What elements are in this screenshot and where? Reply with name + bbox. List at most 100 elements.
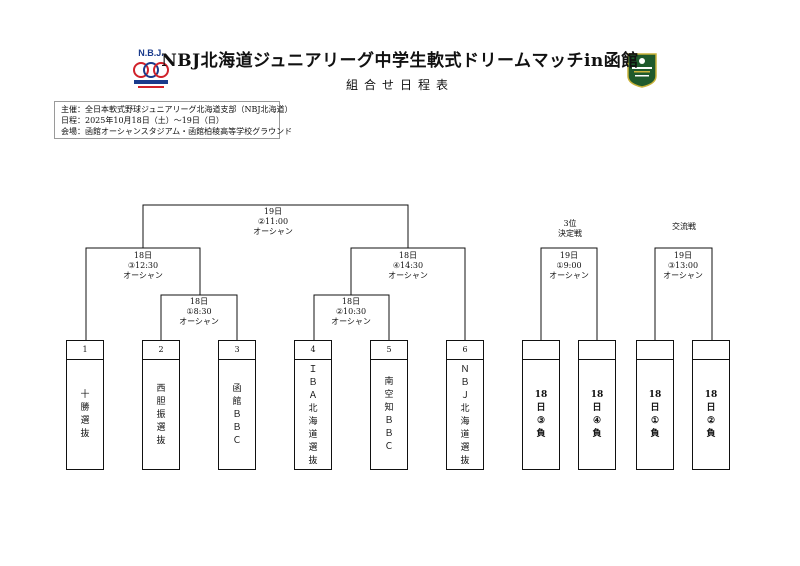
team-number: 1: [67, 341, 103, 360]
third-place-bracket-line: [540, 247, 598, 340]
team-number: 2: [143, 341, 179, 360]
svg-text:N.B.J.: N.B.J.: [138, 48, 164, 58]
team-number: 3: [219, 341, 255, 360]
team-name-char: 道: [460, 430, 470, 440]
team-name-char: 西: [156, 384, 166, 394]
team-name-char: 負: [592, 429, 602, 439]
team-name-char: Ｃ: [384, 442, 394, 452]
team-name-char: Ｂ: [232, 423, 242, 433]
game-date: 18日: [398, 251, 418, 260]
game-qf-left: 18日 ①8:30 オーシャン: [169, 297, 229, 327]
final-bracket-line: [142, 204, 409, 248]
team-name-char: 胆: [156, 397, 166, 407]
info-dates: 日程：2025年10月18日（土）～19日（日）: [61, 116, 224, 125]
team-number: [693, 341, 729, 360]
team-name-char: 振: [156, 410, 166, 420]
team-name-char: Ａ: [308, 391, 318, 401]
team-name-char: Ｂ: [232, 410, 242, 420]
game-time: ①9:00: [556, 261, 582, 270]
page-subtitle: 組合せ日程表: [345, 78, 454, 92]
game-venue: オーシャン: [549, 271, 589, 280]
team-name-char: 18: [590, 390, 604, 400]
game-third-place: 19日 ①9:00 オーシャン: [539, 251, 599, 281]
team-number: [579, 341, 615, 360]
team-name-char: 道: [308, 430, 318, 440]
team-name-char: 負: [706, 429, 716, 439]
team-name-char: Ｂ: [308, 378, 318, 388]
team-name-char: 北: [460, 404, 470, 414]
team-name-char: 館: [232, 397, 242, 407]
team-name-char: 日: [592, 403, 602, 413]
nbj-logo: N.B.J.: [128, 46, 174, 92]
team-name-char: 抜: [460, 456, 470, 466]
team-name-char: Ｊ: [460, 391, 470, 401]
game-venue: オーシャン: [179, 317, 219, 326]
game-time: ①8:30: [186, 307, 212, 316]
team-name-char: 抜: [308, 456, 318, 466]
exchange-label: 交流戦: [672, 222, 696, 231]
team-number: 5: [371, 341, 407, 360]
game-venue: オーシャン: [253, 227, 293, 236]
team-name-char: 抜: [156, 436, 166, 446]
team-number: 6: [447, 341, 483, 360]
game-venue: オーシャン: [388, 271, 428, 280]
team-name-char: 選: [308, 443, 318, 453]
semi-right-bracket-line: [350, 247, 466, 340]
hokkaido-logo: [626, 52, 658, 88]
team-name-char: 選: [80, 416, 90, 426]
page-title: NBJ北海道ジュニアリーグ中学生軟式ドリームマッチin函館: [161, 51, 639, 71]
info-box: 主催：全日本軟式野球ジュニアリーグ北海道支部（NBJ北海道） 日程：2025年1…: [54, 101, 293, 139]
team-name-char: 選: [156, 423, 166, 433]
team-name-char: ①: [650, 416, 660, 426]
team-name-char: 負: [536, 429, 546, 439]
team-number: 4: [295, 341, 331, 360]
team-name-char: Ｎ: [460, 365, 470, 375]
team-number: [523, 341, 559, 360]
team-name-char: ②: [706, 416, 716, 426]
team-name-char: ④: [592, 416, 602, 426]
team-name-char: 海: [308, 417, 318, 427]
third-place-label-line2: 決定戦: [558, 229, 582, 238]
game-time: ③12:30: [127, 261, 159, 270]
team-name-char: Ｃ: [232, 436, 242, 446]
team-name-char: 知: [384, 403, 394, 413]
team-box: 18 日 ④ 負: [578, 340, 616, 470]
game-time: ②10:30: [335, 307, 367, 316]
team-name: 十勝選抜: [67, 360, 103, 441]
game-time: ③13:00: [667, 261, 699, 270]
game-final: 19日 ②11:00 オーシャン: [243, 207, 303, 237]
game-date: 19日: [673, 251, 693, 260]
team-name-char: 十: [80, 390, 90, 400]
game-date: 19日: [263, 207, 283, 216]
game-date: 19日: [559, 251, 579, 260]
third-place-label-line1: 3位: [563, 219, 577, 228]
team-name-char: Ｂ: [384, 429, 394, 439]
team-name-char: 18: [704, 390, 718, 400]
team-name-char: ③: [536, 416, 546, 426]
third-place-label: 3位 決定戦: [540, 219, 600, 239]
team-name-char: Ｉ: [308, 365, 318, 375]
game-semi-right: 18日 ④14:30 オーシャン: [378, 251, 438, 281]
team-name-char: 選: [460, 443, 470, 453]
team-name: 西胆振選抜: [143, 360, 179, 448]
team-name-char: 日: [650, 403, 660, 413]
qf-left-bracket-line: [160, 294, 238, 340]
team-name-char: Ｂ: [384, 416, 394, 426]
game-venue: オーシャン: [123, 271, 163, 280]
exchange-bracket-line: [654, 247, 713, 340]
